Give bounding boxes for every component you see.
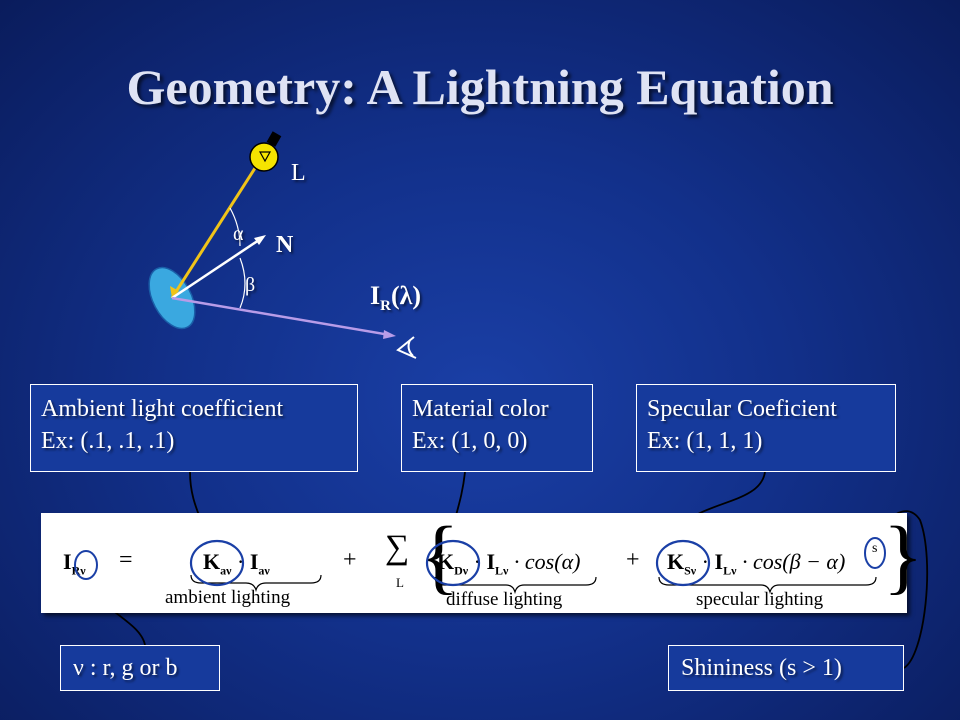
ambient-callout-example: Ex: (.1, .1, .1)	[41, 428, 175, 454]
ambient-underbrace	[190, 574, 322, 593]
shininess-callout: Shininess (s > 1)	[668, 645, 904, 691]
light-label: L	[291, 160, 306, 186]
material-callout-title: Material color	[412, 396, 549, 422]
nu-callout-text: ν : r, g or b	[73, 655, 178, 681]
kd-highlight	[425, 539, 481, 587]
exponent-highlight	[864, 537, 886, 569]
right-brace: }	[883, 510, 924, 603]
ambient-term: Kaν · Iaν	[203, 549, 270, 578]
diffuse-lighting-label: diffuse lighting	[446, 589, 563, 610]
eye-icon	[396, 336, 417, 359]
diffuse-underbrace	[434, 576, 597, 595]
ambient-callout-title: Ambient light coefficient	[41, 396, 284, 422]
ambient-lighting-label: ambient lighting	[165, 587, 291, 608]
reflected-arrowhead	[383, 330, 396, 339]
slide-title: Geometry: A Lightning Equation	[126, 59, 834, 115]
beta-arc	[239, 257, 246, 309]
beta-label: β	[245, 274, 256, 296]
sum-subscript: L	[396, 575, 404, 590]
ks-highlight	[655, 539, 711, 587]
specular-coefficient-callout: Specular Coeficient Ex: (1, 1, 1)	[636, 384, 896, 472]
normal-label: N	[276, 232, 294, 258]
equation-plus-2: +	[626, 547, 640, 573]
diffuse-term: KDν · ILν · cos(α)	[437, 549, 581, 578]
equation-underbraces	[74, 537, 886, 595]
specular-lighting-label: specular lighting	[696, 589, 824, 610]
shininess-exponent: s	[872, 541, 878, 556]
normal-vector	[171, 236, 263, 300]
ka-highlight	[189, 539, 245, 587]
specular-callout-title: Specular Coeficient	[647, 396, 837, 422]
reflected-intensity-label: IR(λ)	[370, 281, 422, 315]
specular-callout-example: Ex: (1, 1, 1)	[647, 428, 763, 454]
light-ray-arrowhead	[170, 286, 179, 298]
equation-plus-1: +	[343, 547, 357, 573]
alpha-label: α	[233, 223, 244, 245]
reflected-ray	[171, 296, 391, 337]
equation-equals: =	[119, 547, 133, 573]
specular-term: KSν · ILν · cos(β − α)	[667, 549, 846, 578]
lhs-nu-highlight	[74, 550, 98, 580]
alpha-arc	[229, 207, 241, 247]
normal-arrowhead	[254, 235, 266, 245]
light-ray	[170, 164, 259, 299]
specular-underbrace	[658, 576, 877, 595]
material-color-callout: Material color Ex: (1, 0, 0)	[401, 384, 593, 472]
material-callout-example: Ex: (1, 0, 0)	[412, 428, 528, 454]
ambient-coefficient-callout: Ambient light coefficient Ex: (.1, .1, .…	[30, 384, 358, 472]
nu-channel-callout: ν : r, g or b	[60, 645, 220, 691]
lighting-equation-panel: IRν = Kaν · Iaν + ∑ L { KDν · ILν · cos(…	[41, 513, 923, 613]
shininess-callout-text: Shininess (s > 1)	[681, 655, 842, 681]
light-bulb-icon	[249, 131, 282, 172]
sum-symbol: ∑	[385, 529, 410, 566]
